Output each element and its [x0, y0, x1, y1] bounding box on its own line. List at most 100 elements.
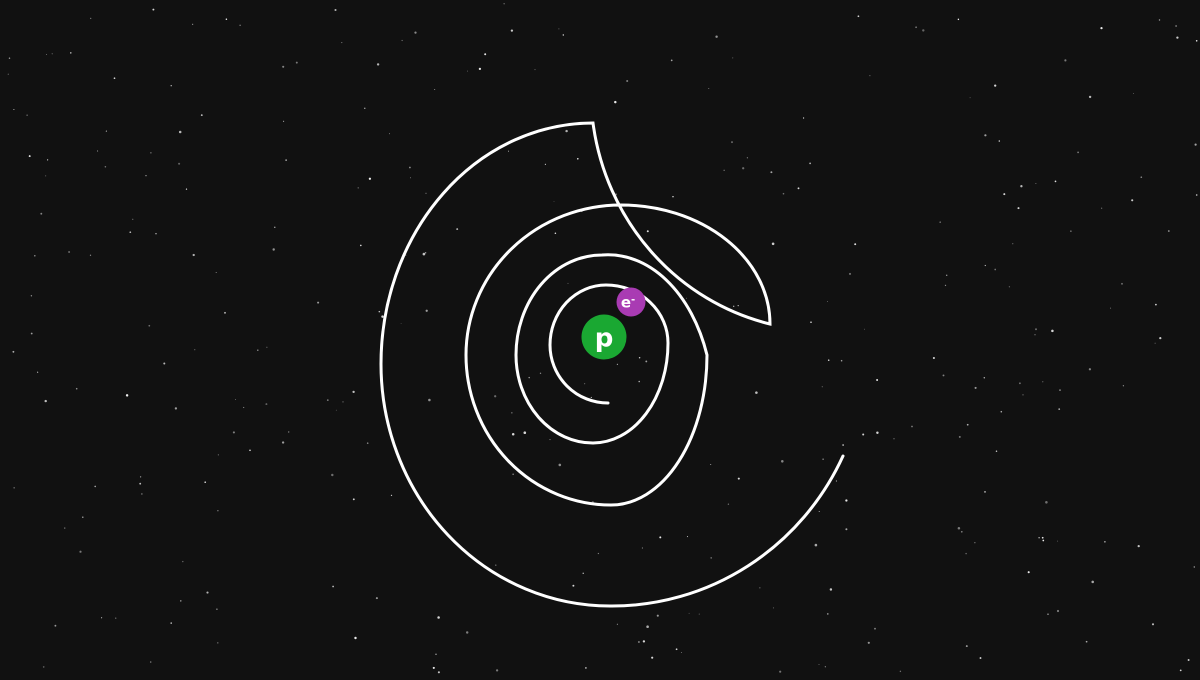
- star: [656, 614, 659, 617]
- star: [577, 158, 579, 160]
- star: [944, 284, 947, 287]
- star: [1154, 342, 1156, 344]
- star: [772, 607, 775, 609]
- star: [1045, 501, 1048, 504]
- star: [1088, 368, 1092, 371]
- star: [1167, 230, 1170, 232]
- star: [1121, 282, 1123, 285]
- star: [1104, 541, 1106, 543]
- star: [824, 666, 826, 668]
- star: [1195, 40, 1198, 42]
- star: [283, 120, 285, 122]
- star: [185, 188, 188, 190]
- star: [511, 433, 515, 436]
- star: [364, 107, 366, 109]
- star: [771, 242, 775, 246]
- star: [503, 3, 505, 5]
- star: [265, 403, 268, 406]
- star: [282, 65, 285, 68]
- star: [869, 75, 871, 77]
- star: [727, 503, 730, 505]
- star: [132, 218, 134, 220]
- electron-symbol: e: [621, 294, 631, 312]
- star: [1091, 580, 1094, 584]
- star: [1194, 143, 1197, 146]
- star: [876, 379, 879, 381]
- star: [932, 356, 935, 360]
- star: [46, 53, 47, 55]
- star: [983, 377, 986, 379]
- star: [40, 212, 43, 215]
- star: [965, 645, 968, 648]
- star: [45, 175, 47, 177]
- star: [998, 140, 1001, 142]
- star: [180, 600, 182, 602]
- star: [331, 473, 334, 477]
- star: [478, 67, 482, 71]
- star: [105, 130, 107, 132]
- star: [272, 248, 275, 251]
- star: [317, 301, 320, 304]
- star: [651, 656, 654, 659]
- star: [400, 323, 402, 325]
- star: [217, 642, 219, 644]
- star: [646, 625, 649, 628]
- star: [511, 412, 513, 414]
- star: [376, 63, 380, 66]
- star: [969, 97, 971, 99]
- star: [13, 108, 15, 111]
- star: [182, 560, 184, 563]
- star: [224, 311, 226, 314]
- star: [194, 349, 196, 351]
- star: [994, 84, 997, 87]
- star: [148, 324, 151, 327]
- star: [192, 23, 194, 25]
- star: [822, 458, 824, 460]
- electron-label: e-: [621, 294, 635, 312]
- star: [1131, 199, 1134, 202]
- star: [958, 435, 961, 438]
- star: [565, 129, 568, 133]
- proton: p: [581, 314, 627, 360]
- star: [30, 332, 33, 335]
- star: [425, 309, 428, 312]
- star: [1100, 26, 1103, 30]
- star: [1158, 19, 1161, 21]
- star: [845, 528, 848, 531]
- star: [848, 272, 852, 275]
- star: [145, 175, 147, 177]
- electron-circle: [616, 287, 646, 317]
- star: [139, 482, 142, 485]
- star: [857, 15, 860, 18]
- star: [68, 251, 71, 253]
- star: [638, 380, 640, 383]
- star: [840, 359, 843, 362]
- star: [1042, 381, 1044, 383]
- star: [1151, 623, 1155, 626]
- star: [759, 587, 761, 589]
- star: [562, 34, 564, 36]
- star: [876, 431, 879, 435]
- star: [414, 31, 417, 34]
- star: [826, 613, 829, 615]
- star: [523, 431, 527, 434]
- star: [467, 70, 468, 72]
- star: [1019, 382, 1021, 385]
- star: [770, 171, 773, 174]
- star: [125, 394, 129, 397]
- star: [12, 350, 15, 353]
- star: [558, 463, 562, 467]
- star: [390, 494, 393, 497]
- star: [295, 61, 298, 64]
- star: [1035, 328, 1037, 331]
- star: [378, 310, 381, 313]
- star: [141, 493, 143, 495]
- star: [1159, 337, 1162, 340]
- star: [1008, 286, 1011, 288]
- star: [646, 230, 649, 233]
- star: [803, 117, 805, 119]
- star: [257, 349, 259, 351]
- star: [539, 372, 542, 374]
- star: [946, 274, 948, 276]
- star: [755, 391, 758, 394]
